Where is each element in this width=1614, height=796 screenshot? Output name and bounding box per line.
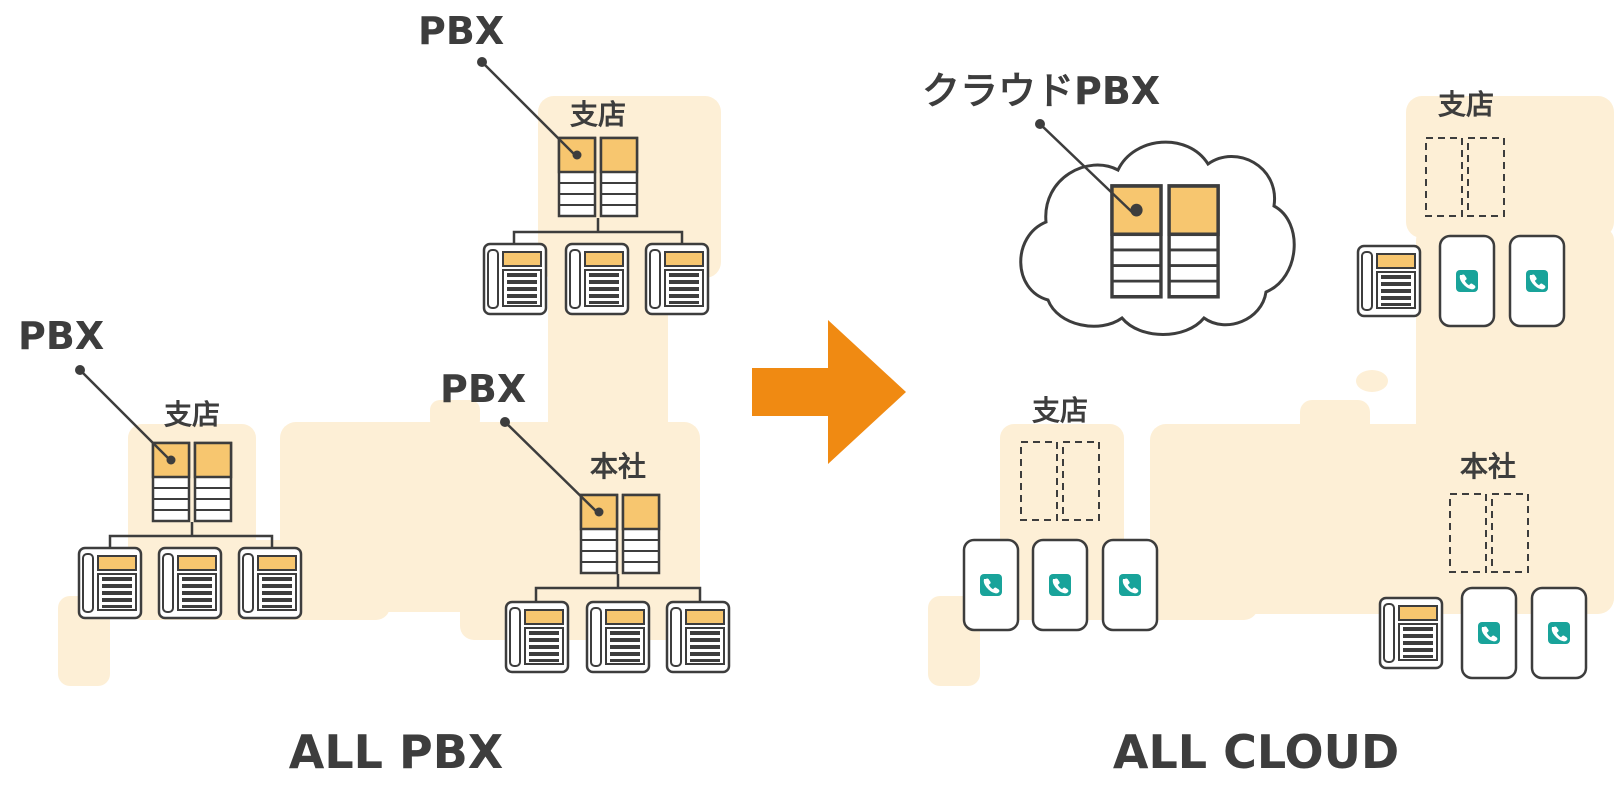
desk-phone-icon bbox=[237, 546, 303, 620]
desk-phone-icon bbox=[585, 600, 651, 674]
desk-phone-icon bbox=[1356, 244, 1422, 318]
desk-phone-icon bbox=[77, 546, 143, 620]
desk-phone-icon bbox=[564, 242, 630, 316]
cloud-hq-label: 本社 bbox=[1460, 450, 1516, 483]
pbx-label-left: PBX bbox=[18, 314, 104, 358]
desk-phone-icon bbox=[644, 242, 710, 316]
branch-left-group: 支店 bbox=[77, 398, 303, 620]
cloud-branch-top-group: 支店 bbox=[1356, 88, 1566, 328]
smartphone-icon bbox=[1101, 538, 1159, 632]
pbx-callout-top: PBX bbox=[418, 9, 575, 155]
smartphone-icon bbox=[1530, 586, 1588, 680]
pbx-label-mid: PBX bbox=[440, 367, 526, 411]
left-panel-title: ALL PBX bbox=[289, 725, 503, 779]
smartphone-icon bbox=[1031, 538, 1089, 632]
arrow-right-icon bbox=[752, 320, 906, 464]
right-panel-title: ALL CLOUD bbox=[1113, 725, 1399, 779]
desk-phone-icon bbox=[665, 600, 731, 674]
smartphone-icon bbox=[962, 538, 1020, 632]
pbx-callout-left: PBX bbox=[18, 314, 171, 461]
smartphone-icon bbox=[1460, 586, 1518, 680]
branch-top-group: 支店 bbox=[482, 98, 710, 316]
desk-phone-icon bbox=[157, 546, 223, 620]
smartphone-icon bbox=[1438, 234, 1496, 328]
desk-phone-icon bbox=[482, 242, 548, 316]
pbx-label-top: PBX bbox=[418, 9, 504, 53]
branch-top-label: 支店 bbox=[570, 98, 626, 131]
smartphone-icon bbox=[1508, 234, 1566, 328]
branch-left-label: 支店 bbox=[164, 398, 220, 431]
cloud-pbx-label: クラウドPBX bbox=[922, 69, 1160, 113]
cloud-branch-left-label: 支店 bbox=[1032, 394, 1088, 427]
cloud-branch-top-label: 支店 bbox=[1438, 88, 1494, 121]
cloud-pbx-group: クラウドPBX bbox=[922, 69, 1296, 336]
hq-label: 本社 bbox=[590, 450, 646, 483]
cloud-hq-group: 本社 bbox=[1378, 450, 1588, 680]
hq-group: 本社 bbox=[504, 450, 731, 674]
desk-phone-icon bbox=[1378, 596, 1444, 670]
cloud-branch-left-group: 支店 bbox=[962, 394, 1159, 632]
pbx-callout-mid: PBX bbox=[440, 367, 599, 514]
desk-phone-icon bbox=[504, 600, 570, 674]
